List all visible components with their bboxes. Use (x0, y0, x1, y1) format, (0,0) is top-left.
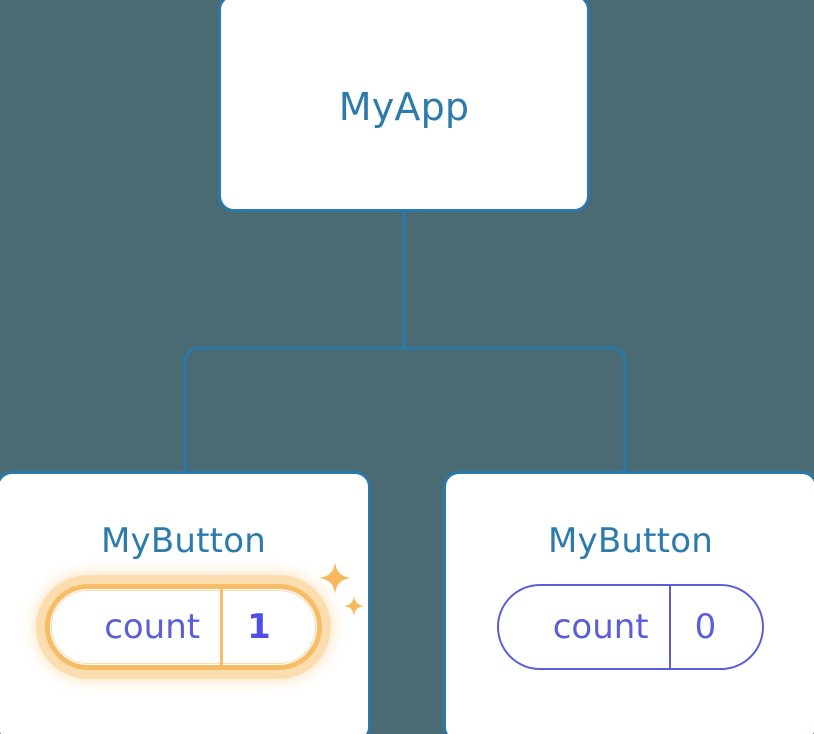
state-key-left: count (104, 607, 201, 647)
node-myapp[interactable]: MyApp (218, 0, 590, 212)
connector-branch-left (183, 346, 405, 471)
node-title-myapp: MyApp (338, 85, 470, 129)
node-mybutton-right[interactable]: MyButton count 0 (443, 471, 814, 734)
state-pill-wrap-left: count 1 (0, 584, 368, 670)
state-pill-count-right[interactable]: count 0 (496, 584, 765, 670)
node-title-mybutton-right: MyButton (548, 521, 713, 561)
state-pill-wrap-right: count 0 (446, 584, 814, 670)
state-value-right: 0 (694, 607, 717, 647)
node-mybutton-left[interactable]: MyButton count 1 (0, 471, 371, 734)
node-title-mybutton-left: MyButton (101, 521, 266, 561)
state-value-left: 1 (247, 607, 271, 647)
state-key-right: count (552, 607, 649, 647)
state-pill-count-left[interactable]: count 1 (45, 584, 322, 670)
connector-branch-right (404, 346, 627, 471)
state-pill-divider-left (220, 589, 224, 665)
state-pill-divider-right (668, 586, 671, 668)
